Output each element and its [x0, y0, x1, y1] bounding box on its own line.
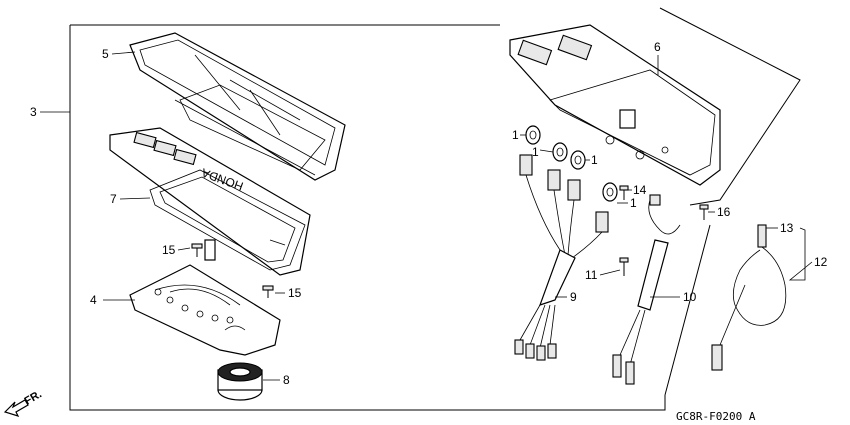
- leader-11: [599, 269, 621, 276]
- part-screw-lower: [262, 285, 274, 298]
- callout-12: 12: [814, 255, 828, 269]
- callout-15b: 15: [288, 286, 302, 300]
- part-grommet-1: [525, 125, 541, 145]
- callout-16: 16: [717, 205, 731, 219]
- part-dial-face: [129, 264, 281, 356]
- part-grommet-2: [552, 142, 568, 162]
- part-meter-mechanism: [217, 362, 263, 401]
- callout-5: 5: [102, 47, 109, 61]
- callout-8: 9: [570, 290, 577, 304]
- front-direction-arrow-icon: [3, 399, 29, 417]
- leader-12: [788, 227, 813, 281]
- part-bolt-16: [699, 204, 709, 220]
- callout-7: 7: [110, 192, 117, 206]
- part-lower-case: [509, 24, 721, 186]
- callout-13: 13: [780, 221, 794, 235]
- callout-3: 3: [30, 105, 37, 119]
- assembly-frame: [69, 25, 666, 411]
- leader-1b: [539, 149, 554, 153]
- callout-10: 8: [283, 373, 290, 387]
- callout-9: 10: [683, 290, 697, 304]
- part-screw-upper: [191, 243, 203, 257]
- callout-6: 6: [654, 40, 661, 54]
- leader-7: [119, 197, 151, 200]
- part-top-cover: [129, 32, 346, 181]
- part-bolt-14: [619, 185, 629, 200]
- assembly-frame-lower: [664, 224, 711, 396]
- part-bolt-11: [619, 257, 629, 276]
- leader-5: [111, 51, 136, 55]
- part-grommet-3: [570, 150, 586, 170]
- part-sub-harness: [612, 194, 681, 385]
- callout-1c: 1: [591, 153, 598, 167]
- callout-4: 4: [90, 293, 97, 307]
- diagram-code: GC8R-F0200 A: [676, 410, 756, 423]
- part-grommet-4: [602, 182, 618, 202]
- part-wire-harness: [514, 154, 609, 361]
- callout-14: 14: [633, 183, 647, 197]
- leader-15a: [177, 247, 191, 251]
- callout-1a: 1: [512, 128, 519, 142]
- direction-label: FR.: [23, 388, 44, 407]
- callout-1b: 1: [532, 145, 539, 159]
- callout-15a: 15: [162, 243, 176, 257]
- callout-1d: 1: [630, 196, 637, 210]
- part-speedometer-cable: [711, 224, 787, 371]
- assembly-frame-diagonal: [659, 7, 801, 206]
- callout-11: 11: [585, 268, 598, 282]
